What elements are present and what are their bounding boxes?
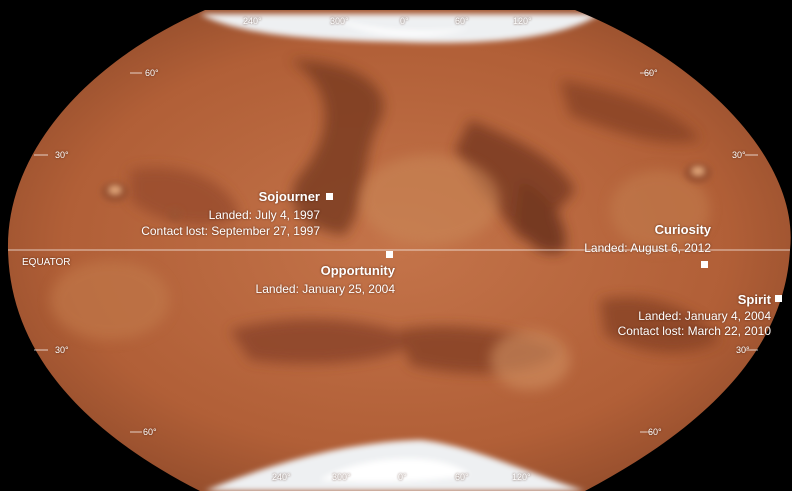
lat-label-south-30: 30° — [55, 345, 69, 355]
site-name-spirit: Spirit — [737, 292, 771, 307]
lon-label-top: 0° — [400, 16, 409, 26]
lat-label-south-60-right: 60° — [648, 427, 662, 437]
spirit-marker-icon — [775, 295, 782, 302]
lon-label-top: 120° — [513, 16, 532, 26]
lon-label-bottom: 60° — [455, 472, 469, 482]
lon-label-top: 60° — [455, 16, 469, 26]
site-detail-spirit: Landed: January 4, 2004 — [638, 309, 771, 323]
lat-label-north-60: 60° — [145, 68, 159, 78]
lon-label-bottom: 120° — [512, 472, 531, 482]
latitude-ticks — [34, 72, 758, 433]
lon-label-top: 300° — [330, 16, 349, 26]
lon-label-top: 240° — [243, 16, 262, 26]
lat-label-north-60-right: 60° — [644, 68, 658, 78]
sojourner-marker-icon — [326, 193, 333, 200]
site-name-sojourner: Sojourner — [258, 189, 320, 204]
site-detail-sojourner: Contact lost: September 27, 1997 — [141, 224, 320, 238]
equator-label: EQUATOR — [22, 257, 71, 268]
lat-label-north-30: 30° — [55, 150, 69, 160]
lat-label-north-30-right: 30° — [732, 150, 746, 160]
site-detail-spirit: Contact lost: March 22, 2010 — [617, 324, 771, 338]
lat-label-south-30-right: 30° — [736, 345, 750, 355]
lon-label-bottom: 300° — [332, 472, 351, 482]
curiosity-marker-icon — [701, 261, 708, 268]
opportunity-marker-icon — [386, 251, 393, 258]
lon-label-bottom: 240° — [272, 472, 291, 482]
site-detail-curiosity: Landed: August 6, 2012 — [584, 241, 711, 255]
site-detail-sojourner: Landed: July 4, 1997 — [208, 208, 320, 222]
site-name-opportunity: Opportunity — [320, 263, 395, 278]
site-name-curiosity: Curiosity — [654, 222, 711, 237]
lon-label-bottom: 0° — [398, 472, 407, 482]
site-detail-opportunity: Landed: January 25, 2004 — [255, 282, 395, 296]
lat-label-south-60: 60° — [143, 427, 157, 437]
